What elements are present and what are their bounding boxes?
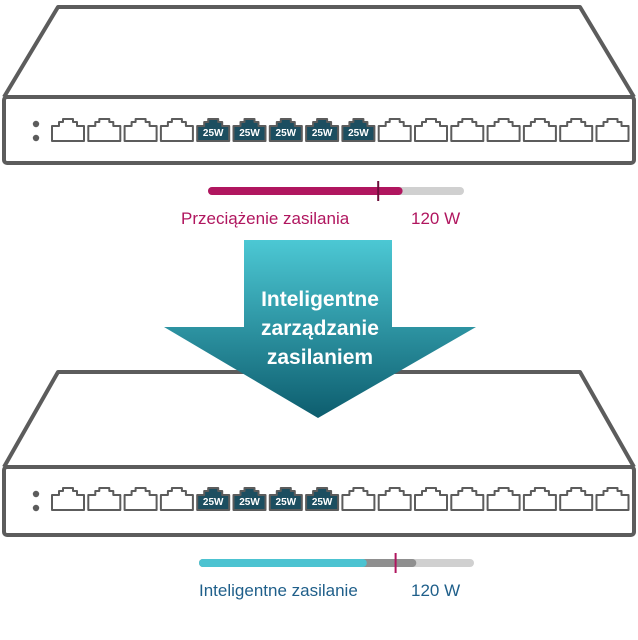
switch-bottom: 25W 25W 25W 25W: [2, 370, 636, 537]
switch-bottom-led: [32, 490, 40, 498]
ethernet-port: [341, 487, 376, 511]
overload-value: 120 W: [411, 209, 461, 228]
ethernet-port: [123, 487, 158, 511]
overload-label: Przeciążenie zasilania: [181, 209, 350, 228]
transition-arrow: [164, 240, 476, 418]
poe-port: [196, 118, 231, 142]
ethernet-port: [87, 487, 122, 511]
ethernet-port: [414, 487, 448, 511]
ethernet-port: [595, 118, 630, 142]
poe-port-label: 25W: [348, 128, 369, 139]
poe-port: [268, 118, 303, 142]
ethernet-port: [559, 487, 594, 511]
poe-port: [232, 118, 267, 142]
ethernet-port: [522, 118, 557, 142]
ethernet-port: [377, 118, 412, 142]
poe-port-label: 25W: [239, 497, 260, 508]
ethernet-port: [377, 487, 412, 511]
switch-top-lid: [2, 5, 636, 99]
poe-port-label: 25W: [276, 497, 297, 508]
smart-power-meter: [199, 553, 474, 573]
poe-port: [232, 487, 267, 511]
ethernet-port: [87, 118, 122, 142]
poe-port: [305, 118, 340, 142]
smart-fill: [199, 559, 367, 567]
poe-port-label: 25W: [276, 128, 297, 139]
ethernet-port: [450, 118, 485, 142]
ethernet-port: [159, 118, 194, 142]
poe-port-label: 25W: [203, 128, 224, 139]
poe-port-label: 25W: [312, 128, 333, 139]
ethernet-port: [522, 487, 557, 511]
overload-fill: [208, 187, 403, 195]
poe-port-label: 25W: [239, 128, 260, 139]
ethernet-port: [595, 487, 630, 511]
switch-bottom-ports: 25W 25W 25W 25W: [51, 487, 630, 511]
poe-port: [305, 487, 340, 511]
poe-port: [268, 487, 303, 511]
ethernet-port: [414, 118, 448, 142]
ethernet-port: [159, 487, 194, 511]
ethernet-port: [123, 118, 158, 142]
poe-port: [341, 118, 376, 142]
switch-top-led: [32, 120, 40, 128]
switch-top: 25W 25W 25W 25W 25W: [2, 5, 636, 165]
switch-top-ports: 25W 25W 25W 25W 25W: [51, 118, 630, 142]
ethernet-port: [51, 487, 85, 511]
poe-port: [196, 487, 231, 511]
smart-power-label: Inteligentne zasilanie: [199, 581, 358, 600]
ethernet-port: [559, 118, 594, 142]
switch-top-led: [32, 134, 40, 142]
overload-meter: [208, 181, 464, 201]
ethernet-port: [486, 487, 521, 511]
arrow-caption-line: Inteligentne: [261, 288, 379, 311]
poe-port-label: 25W: [203, 497, 224, 508]
arrow-caption-line: zasilaniem: [266, 346, 374, 369]
ethernet-port: [486, 118, 521, 142]
ethernet-port: [51, 118, 85, 142]
poe-port-label: 25W: [312, 497, 333, 508]
smart-power-value: 120 W: [411, 581, 461, 600]
arrow-caption: Inteligentne zarządzanie zasilaniem: [215, 285, 425, 372]
ethernet-port: [450, 487, 485, 511]
arrow-caption-line: zarządzanie: [261, 317, 379, 340]
switch-bottom-led: [32, 504, 40, 512]
